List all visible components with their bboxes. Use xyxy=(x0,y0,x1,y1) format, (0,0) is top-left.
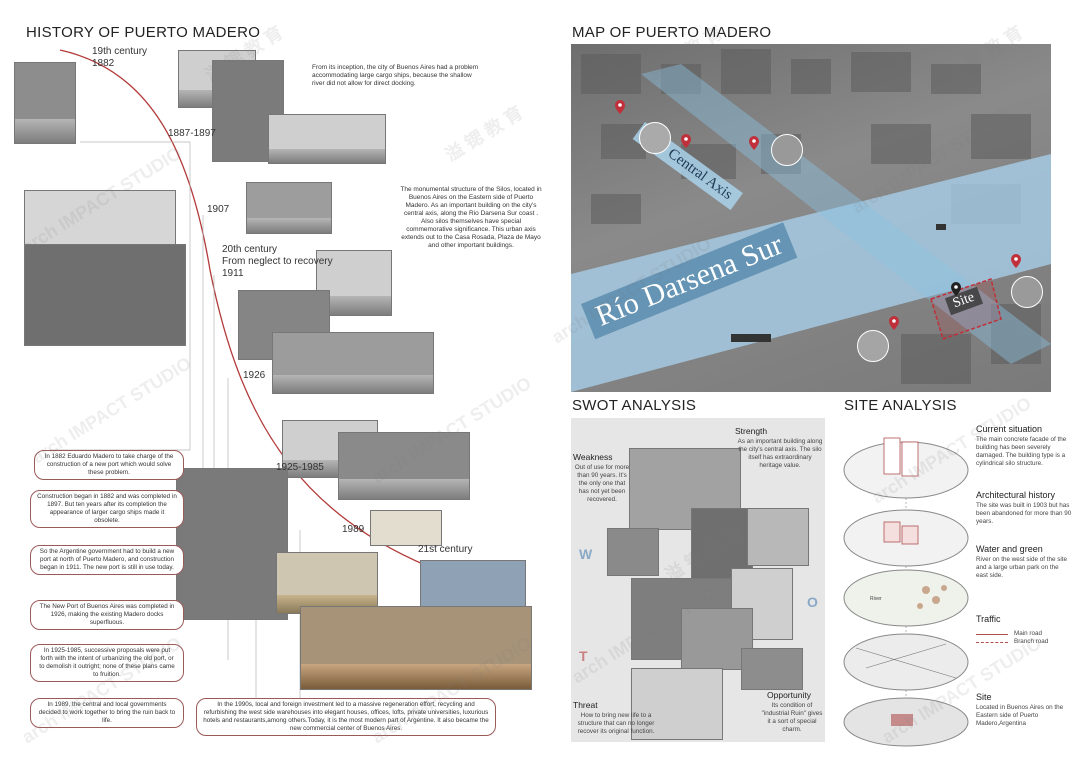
swot-title: SWOT ANALYSIS xyxy=(572,397,697,414)
swot-letter-w: W xyxy=(579,546,593,562)
site-item-site-text: Located in Buenos Aires on the Eastern s… xyxy=(976,704,1064,727)
map-thumbnail[interactable] xyxy=(771,134,803,166)
history-note-3: So the Argentine government had to build… xyxy=(30,545,184,575)
photo-1925-harbor xyxy=(338,432,470,500)
swot-letter-o: O xyxy=(807,594,818,610)
photo-1926-docks xyxy=(272,332,434,394)
map-title: MAP OF PUERTO MADERO xyxy=(572,24,772,41)
map-drawing xyxy=(571,49,1051,392)
swot-letter-t: T xyxy=(579,648,588,664)
opportunity-label: Opportunity xyxy=(767,690,811,700)
silos-text: The monumental structure of the Silos, l… xyxy=(400,186,542,249)
legend-branch-road: Branch road xyxy=(976,638,1076,646)
site-item-water-text: River on the west side of the site and a… xyxy=(976,556,1068,579)
legend-branch-road-label: Branch road xyxy=(1014,638,1049,645)
photo-ruined-ship xyxy=(176,468,288,620)
site-item-history-text: The site was built in 1903 but has been … xyxy=(976,502,1072,525)
swot-photo-towers xyxy=(747,508,809,566)
history-title: HISTORY OF PUERTO MADERO xyxy=(26,24,261,41)
site-item-site-heading: Site xyxy=(976,692,992,702)
strength-text: As an important building along the city'… xyxy=(737,438,823,469)
threat-text: How to bring new life to a structure tha… xyxy=(577,712,655,735)
location-pin-icon[interactable] xyxy=(749,136,759,150)
location-pin-icon[interactable] xyxy=(1011,254,1021,268)
year-1925-1985: 1925-1985 xyxy=(276,462,324,473)
swot-photo-people xyxy=(607,528,659,576)
legend-main-road: Main road xyxy=(976,630,1076,638)
map-image: City Central Axis Río Darsena Sur Site xyxy=(571,44,1051,392)
history-note-1: In 1882 Eduardo Madero to take charge of… xyxy=(34,450,184,480)
map-thumbnail[interactable] xyxy=(857,330,889,362)
photo-1989-waterfront xyxy=(276,552,378,614)
legend-main-road-line xyxy=(976,634,1008,635)
photo-1989-model xyxy=(370,510,442,546)
year-21st-century: 21st century xyxy=(418,544,473,555)
history-note-6: In 1989, the central and local governmen… xyxy=(30,698,184,728)
site-item-current-text: The main concrete facade of the building… xyxy=(976,436,1067,467)
threat-label: Threat xyxy=(573,700,598,710)
strength-label: Strength xyxy=(735,426,768,436)
intro-text: From its inception, the city of Buenos A… xyxy=(312,64,479,87)
year-1989: 1989 xyxy=(342,524,365,535)
location-pin-icon[interactable] xyxy=(889,316,899,330)
weakness-label: Weakness xyxy=(573,452,613,462)
history-note-5: In 1925-1985, successive proposals were … xyxy=(30,644,184,682)
site-item-history-heading: Architectural history xyxy=(976,490,1056,500)
opportunity-text: Its condition of "industrial Ruin" gives… xyxy=(761,702,823,733)
swot-photo-street xyxy=(631,668,723,740)
history-note-bottom: In the 1990s, local and foreign investme… xyxy=(196,698,496,736)
year-1926: 1926 xyxy=(243,370,266,381)
location-pin-icon[interactable] xyxy=(951,282,961,296)
year-1907: 1907 xyxy=(207,204,230,215)
year-1887: 1887-1897 xyxy=(168,128,216,139)
swot-photo-corner xyxy=(741,648,803,690)
site-title: SITE ANALYSIS xyxy=(844,397,957,414)
photo-1882-people xyxy=(14,62,76,144)
photo-1907-port xyxy=(246,182,332,234)
legend-main-road-label: Main road xyxy=(1014,630,1043,637)
river-tag: River xyxy=(870,596,882,602)
location-pin-icon[interactable] xyxy=(615,100,625,114)
history-note-4: The New Port of Buenos Aires was complet… xyxy=(30,600,184,630)
swot-photo-visitors xyxy=(681,608,753,670)
map-thumbnail[interactable] xyxy=(1011,276,1043,308)
legend-branch-road-line xyxy=(976,642,1008,643)
map-thumbnail[interactable] xyxy=(639,122,671,154)
weakness-text: Out of use for more than 90 years. It's … xyxy=(574,464,630,503)
photo-ships xyxy=(24,244,186,346)
site-item-traffic-heading: Traffic xyxy=(976,614,1001,624)
swot-collage: W O T Strength As an important building … xyxy=(571,418,825,742)
photo-1887-rails xyxy=(268,114,386,164)
location-pin-icon[interactable] xyxy=(681,134,691,148)
traffic-legend: Main road Branch road xyxy=(976,630,1076,646)
site-item-water-heading: Water and green xyxy=(976,544,1043,554)
photo-21st-panorama xyxy=(300,606,532,690)
site-diagram-stack xyxy=(843,437,969,747)
site-item-current-heading: Current situation xyxy=(976,424,1043,434)
history-note-2: Construction began in 1882 and was compl… xyxy=(30,490,184,528)
